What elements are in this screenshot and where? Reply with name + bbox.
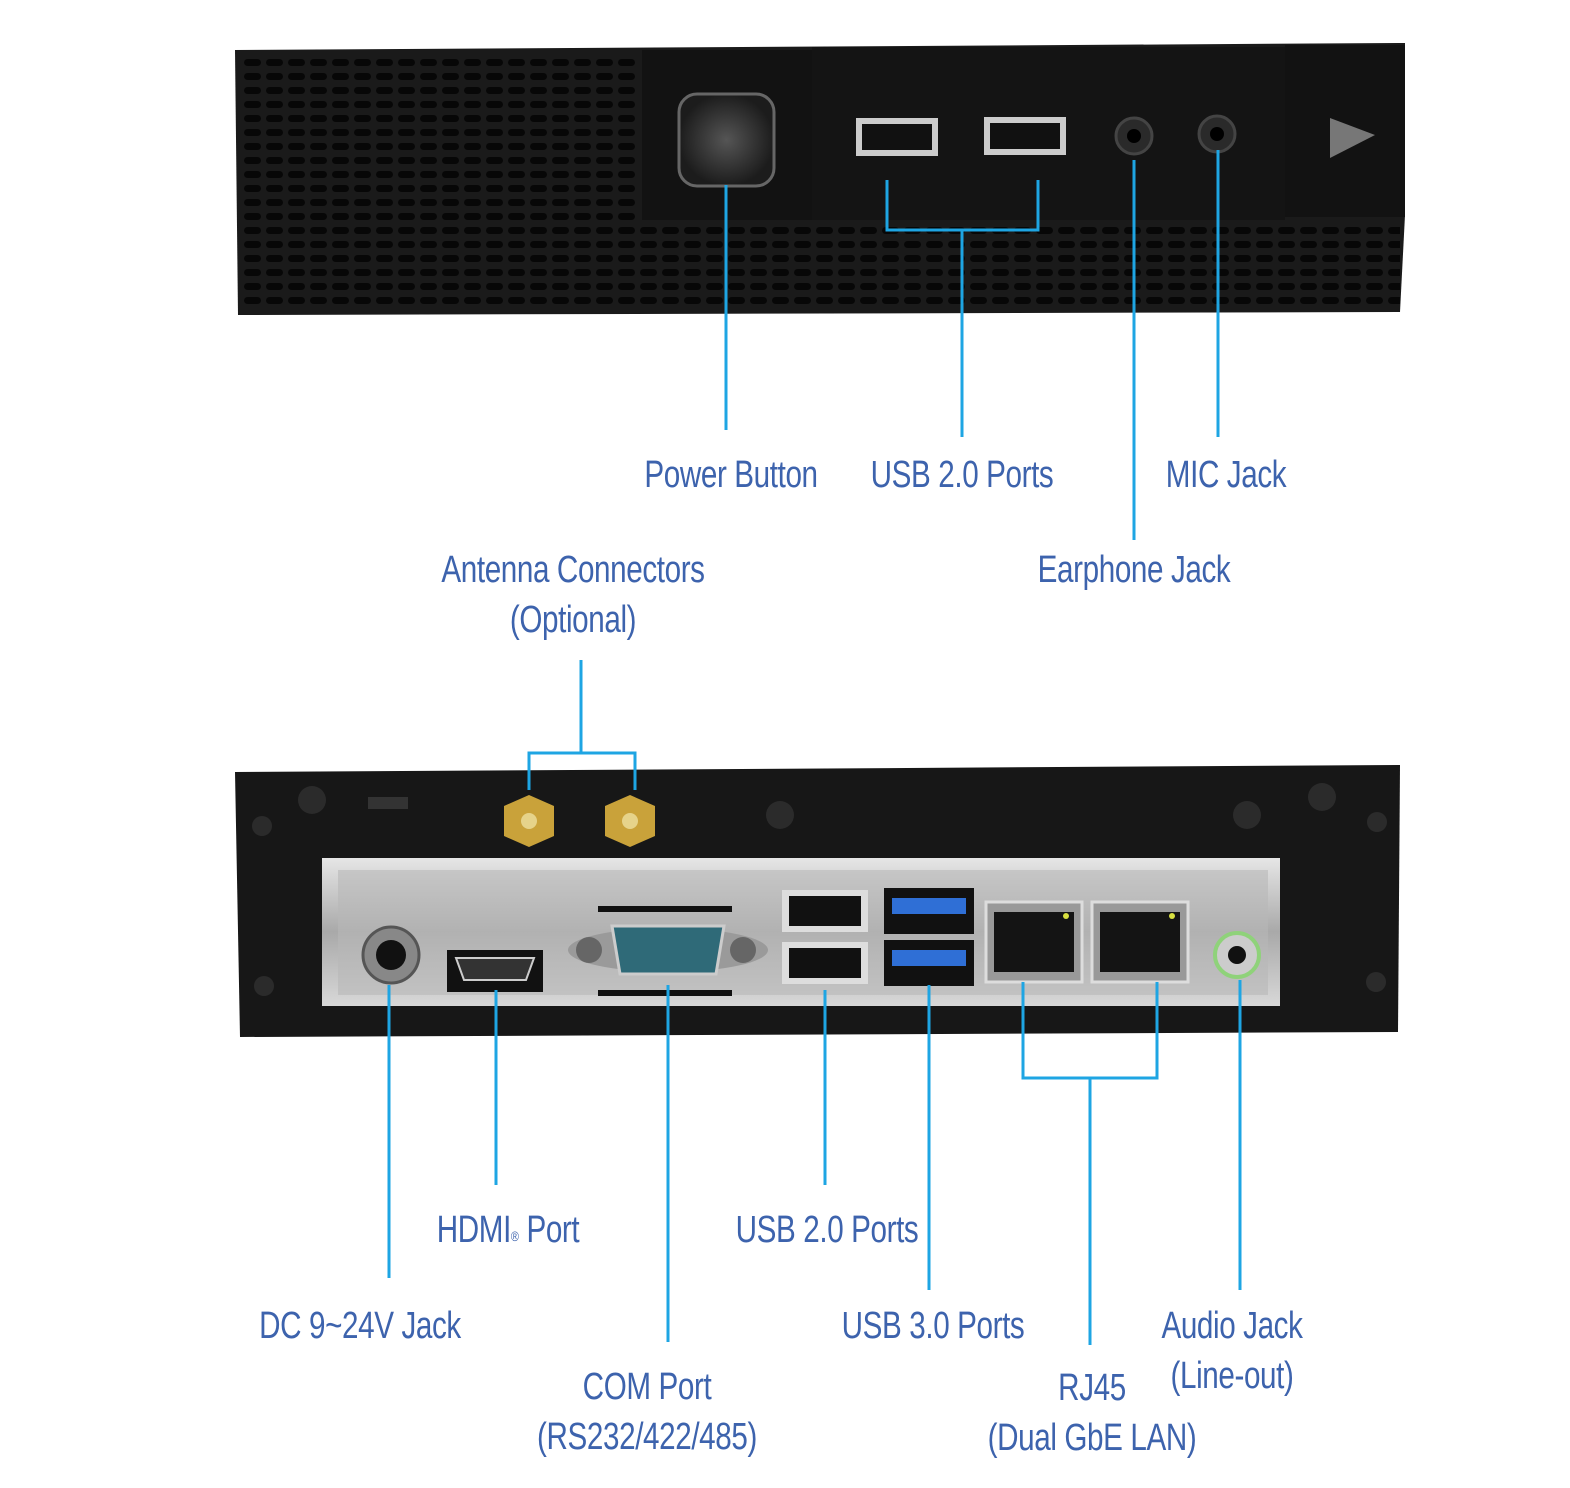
antenna-line1: Antenna Connectors xyxy=(441,549,705,591)
label-front-usb20-ports: USB 2.0 Ports xyxy=(870,454,1054,496)
rj45-line2: (Dual GbE LAN) xyxy=(987,1417,1197,1459)
label-power-button: Power Button xyxy=(644,454,818,496)
audio-line1: Audio Jack xyxy=(1161,1305,1303,1347)
label-hdmi-port: HDMI® Port xyxy=(436,1205,580,1255)
com-line2: (RS232/422/485) xyxy=(537,1416,757,1458)
label-audio-jack: Audio Jack (Line-out) xyxy=(1161,1301,1302,1401)
label-rj45: RJ45 (Dual GbE LAN) xyxy=(988,1363,1197,1463)
label-usb30-ports: USB 3.0 Ports xyxy=(841,1305,1025,1347)
label-rear-usb20-ports: USB 2.0 Ports xyxy=(735,1209,919,1251)
label-antenna-connectors: Antenna Connectors (Optional) xyxy=(441,545,705,645)
rj45-line1: RJ45 xyxy=(1058,1367,1126,1409)
hdmi-registered-mark: ® xyxy=(510,1228,519,1244)
com-line1: COM Port xyxy=(582,1366,712,1408)
label-mic-jack: MIC Jack xyxy=(1165,454,1287,496)
rear-panel xyxy=(235,765,1400,1037)
hdmi-text: HDMI xyxy=(436,1209,512,1251)
label-dc-jack: DC 9~24V Jack xyxy=(259,1305,461,1347)
power-button-shape xyxy=(677,92,776,188)
audio-line2: (Line-out) xyxy=(1170,1355,1294,1397)
hdmi-suffix: Port xyxy=(518,1209,580,1251)
leader-lines xyxy=(387,150,1242,1345)
front-panel xyxy=(235,43,1405,315)
label-earphone-jack: Earphone Jack xyxy=(1037,549,1231,591)
label-com-port: COM Port (RS232/422/485) xyxy=(537,1362,757,1462)
antenna-line2: (Optional) xyxy=(509,599,637,641)
